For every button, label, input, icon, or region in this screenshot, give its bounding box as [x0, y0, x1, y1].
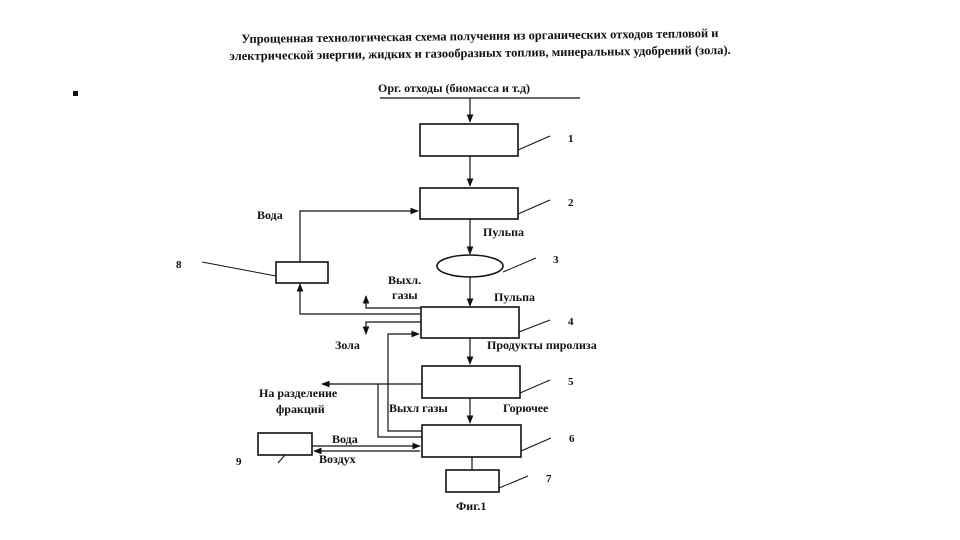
label-pulp-1: Пульпа: [483, 225, 524, 239]
leader-7: [498, 475, 529, 489]
number-9: 9: [236, 456, 242, 468]
line-6-exhaust-to-separation: [377, 384, 422, 438]
leader-8: [201, 261, 277, 277]
leader-2: [517, 199, 551, 215]
number-4: 4: [568, 316, 574, 328]
label-water-bottom: Вода: [332, 432, 358, 446]
block-9: [257, 432, 313, 456]
arrow-exhaust-up: [362, 295, 421, 309]
label-exhaust-1b: газы: [392, 288, 418, 302]
figure-caption: Фиг.1: [456, 499, 486, 513]
leader-9: [277, 454, 286, 464]
label-ash: Зола: [335, 338, 360, 352]
leader-1: [517, 135, 551, 151]
label-pulp-2: Пульпа: [494, 290, 535, 304]
block-5: [421, 365, 521, 399]
label-pyrolysis-products: Продукты пиролиза: [487, 338, 597, 352]
number-3: 3: [553, 254, 559, 266]
block-3: [436, 254, 504, 278]
arrow-6-exhaust-to-4: [387, 330, 422, 432]
bullet-marker: [73, 91, 78, 96]
block-7: [445, 469, 500, 493]
label-air: Воздух: [319, 452, 356, 466]
label-input: Орг. отходы (биомасса и т.д): [378, 81, 530, 95]
label-separation-1: На разделение: [259, 386, 338, 400]
number-6: 6: [569, 433, 575, 445]
block-1: [419, 123, 519, 157]
number-2: 2: [568, 197, 574, 209]
leader-5: [519, 379, 551, 394]
number-8: 8: [176, 259, 182, 271]
leader-3: [502, 257, 537, 273]
label-water-top: Вода: [257, 208, 283, 222]
number-5: 5: [568, 376, 574, 388]
leader-4: [518, 319, 551, 333]
block-4: [420, 306, 520, 339]
number-7: 7: [546, 473, 552, 485]
arrow-8-to-2-water: [299, 207, 419, 262]
number-1: 1: [568, 133, 574, 145]
arrow-ash-down: [362, 321, 421, 335]
label-exhaust-1a: Выхл.: [388, 273, 421, 287]
block-2: [419, 187, 519, 220]
block-6: [421, 424, 522, 458]
label-exhaust-2: Выхл газы: [389, 401, 448, 415]
arrow-4-to-8: [296, 283, 420, 315]
label-separation-2: фракций: [276, 402, 325, 416]
label-fuel: Горючее: [503, 401, 549, 415]
block-8: [275, 261, 329, 284]
leader-6: [520, 437, 552, 452]
